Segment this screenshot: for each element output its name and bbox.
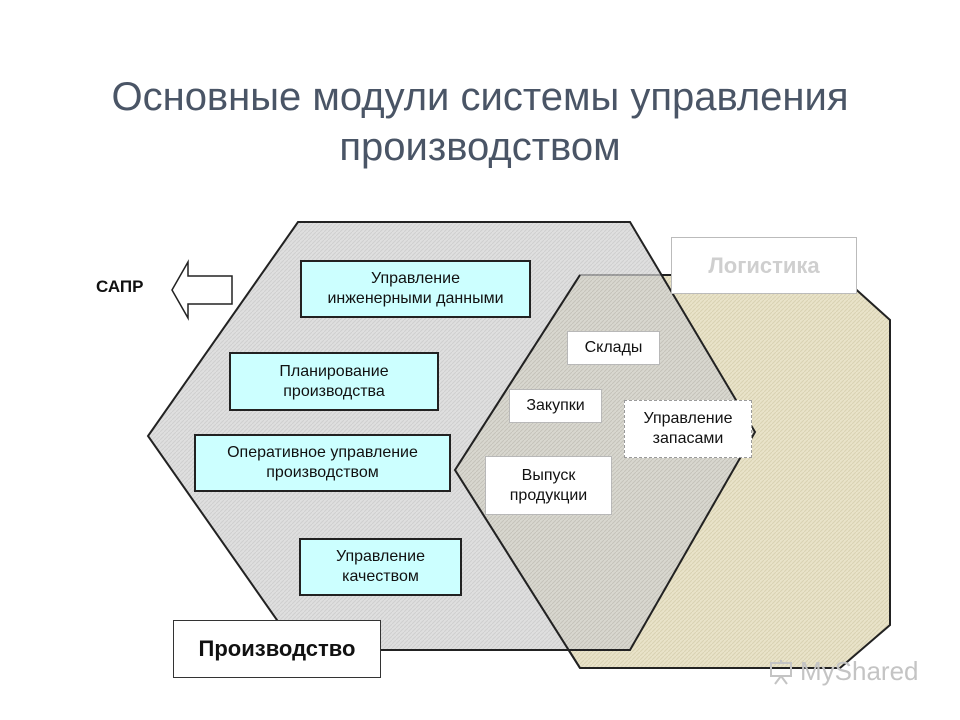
sapr-arrow-icon [171, 259, 233, 321]
logistics-label: Логистика [671, 237, 857, 294]
module-line: инженерными данными [327, 290, 504, 307]
module-line: производством [266, 464, 379, 481]
module-line: Управление [643, 410, 733, 427]
module-purchasing: Закупки [509, 389, 602, 423]
module-inventory-management: Управление запасами [624, 400, 752, 458]
module-engineering-data: Управление инженерными данными [300, 260, 531, 318]
production-label: Производство [173, 620, 381, 678]
module-line: Оперативное управление [227, 444, 418, 461]
module-line: производства [283, 382, 385, 400]
presentation-icon [770, 659, 792, 685]
module-product-output: Выпуск продукции [485, 456, 612, 515]
module-line: Выпуск [521, 466, 576, 484]
module-line: Управление [336, 548, 425, 565]
module-line: Закупки [526, 397, 585, 414]
module-production-planning: Планирование производства [229, 352, 439, 411]
module-line: запасами [652, 430, 724, 447]
module-quality-management: Управление качеством [299, 538, 462, 596]
logistics-hexagon-edge [453, 274, 581, 669]
watermark: MyShared [768, 656, 919, 687]
watermark-text: MyShared [800, 656, 919, 686]
module-line: Планирование [279, 362, 389, 380]
title-line-1: Основные модули системы управления [111, 75, 849, 119]
module-warehouses: Склады [567, 331, 660, 365]
module-line: Управление [371, 270, 460, 287]
page-title: Основные модули системы управления произ… [0, 72, 960, 172]
module-line: качеством [342, 568, 419, 585]
sapr-label: САПР [96, 277, 144, 296]
module-line: Склады [584, 339, 643, 356]
title-line-2: производством [339, 125, 621, 169]
module-operational-management: Оперативное управление производством [194, 434, 451, 492]
module-line: продукции [509, 486, 588, 504]
